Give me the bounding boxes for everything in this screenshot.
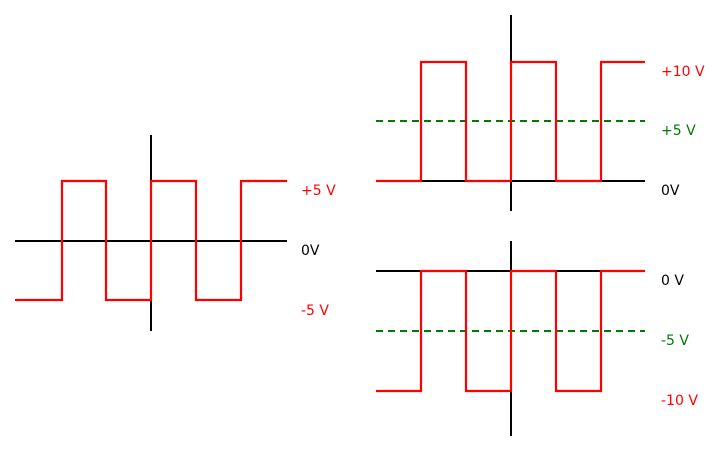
offset-level-label: -5 V bbox=[661, 333, 689, 349]
square-wave bbox=[15, 179, 287, 302]
low-level-label: -10 V bbox=[661, 393, 698, 409]
symmetric-wave-panel: +5 V 0V -5 V bbox=[15, 135, 336, 331]
high-level-label: +5 V bbox=[301, 183, 336, 199]
square-wave bbox=[376, 60, 645, 183]
zero-level-label: 0V bbox=[661, 183, 680, 199]
zero-level-label: 0 V bbox=[661, 273, 684, 289]
high-level-label: +10 V bbox=[661, 64, 705, 80]
negative-offset-wave-panel: 0 V -5 V -10 V bbox=[376, 241, 698, 436]
offset-level-label: +5 V bbox=[661, 123, 696, 139]
zero-level-label: 0V bbox=[301, 243, 320, 259]
low-level-label: -5 V bbox=[301, 303, 329, 319]
square-wave bbox=[376, 269, 645, 393]
positive-offset-wave-panel: +10 V +5 V 0V bbox=[376, 15, 705, 211]
